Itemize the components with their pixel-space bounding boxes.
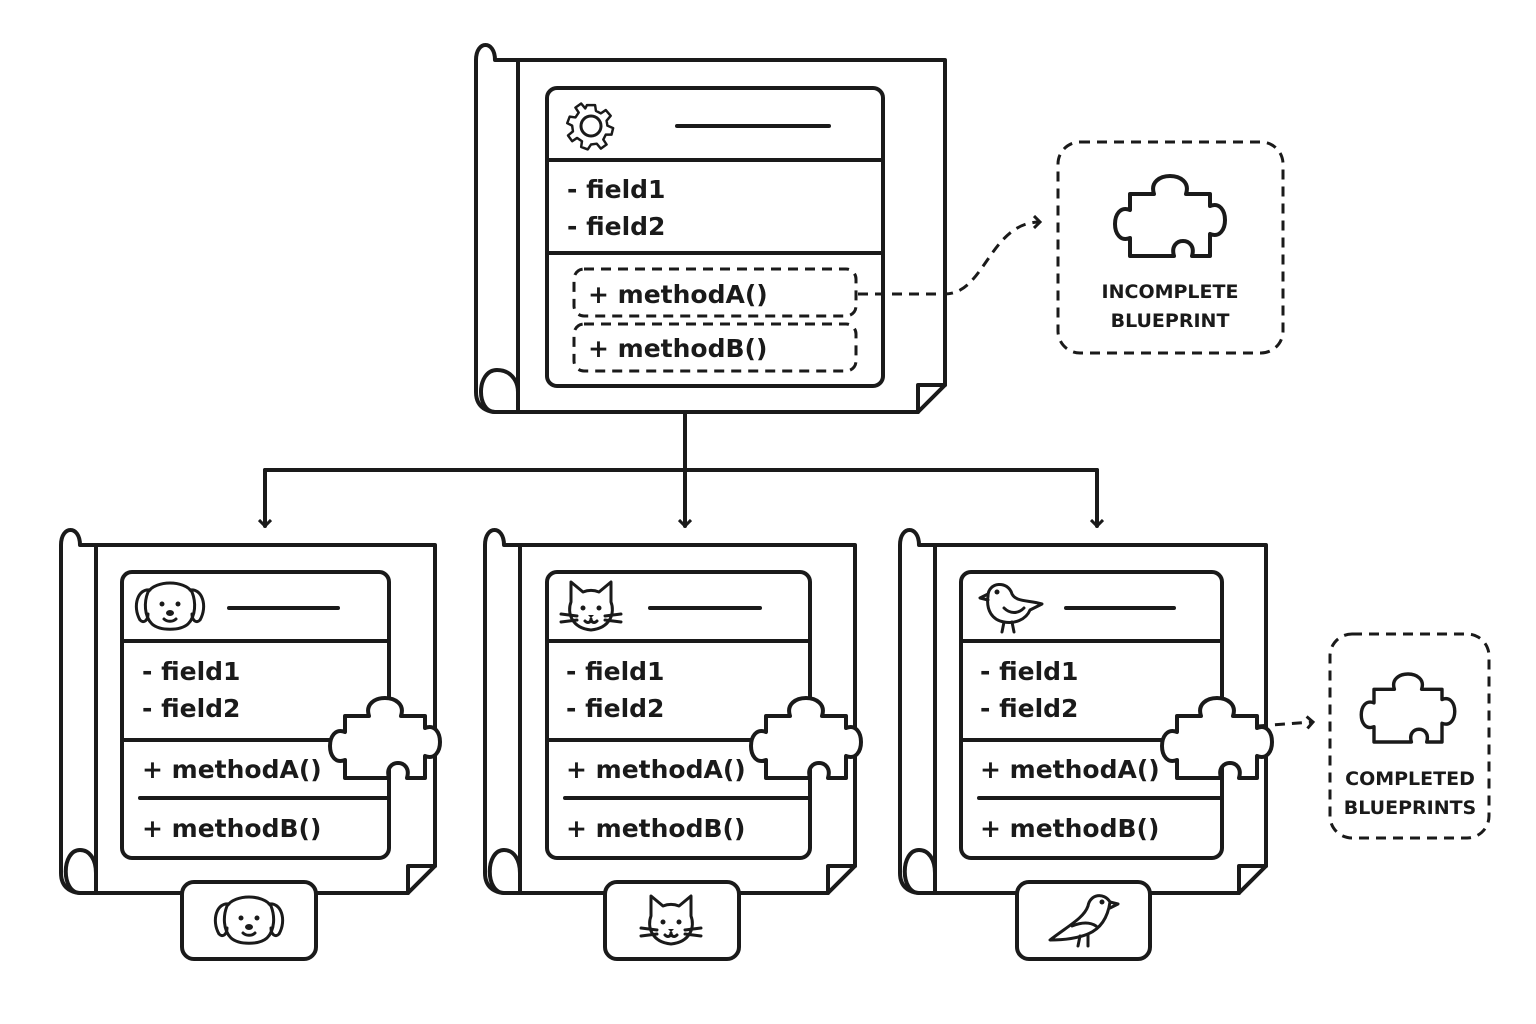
dog-tab [180, 880, 318, 961]
base-field-2: - field2 [567, 212, 665, 241]
abstract-method-a-box [572, 267, 858, 318]
base-method-a: + methodA() [588, 280, 768, 309]
dog-field-2: - field2 [142, 694, 240, 723]
cat-method-b: + methodB() [566, 814, 745, 843]
dog-icon [134, 581, 206, 631]
incomplete-puzzle-icon [1113, 174, 1227, 258]
bird-method-a: + methodA() [980, 755, 1160, 784]
incomplete-label-line2: BLUEPRINT [1111, 310, 1230, 332]
cat-icon [639, 894, 703, 946]
cat-method-a: + methodA() [566, 755, 746, 784]
bird-icon [978, 583, 1044, 634]
gear-icon [565, 102, 615, 151]
completed-blueprints-callout: COMPLETED BLUEPRINTS [1328, 632, 1491, 840]
dog-method-a: + methodA() [142, 755, 322, 784]
abstract-method-b-box [572, 322, 858, 373]
base-method-b: + methodB() [588, 334, 767, 363]
incomplete-blueprint-callout: INCOMPLETE BLUEPRINT [1056, 140, 1285, 355]
bird-field-2: - field2 [980, 694, 1078, 723]
completed-label-line1: COMPLETED [1345, 768, 1475, 790]
incomplete-arrow [858, 222, 1040, 296]
base-field-1: - field1 [567, 175, 665, 204]
cat-icon [559, 580, 623, 632]
bird-method-b: + methodB() [980, 814, 1159, 843]
bird-icon [1048, 894, 1120, 948]
bird-field-1: - field1 [980, 657, 1078, 686]
cat-class-blueprint: - field1 - field2 + methodA() + methodB(… [483, 528, 863, 961]
incomplete-label-line1: INCOMPLETE [1102, 281, 1239, 303]
dog-class-blueprint: - field1 - field2 + methodA() + methodB(… [59, 528, 442, 961]
base-class-blueprint: - field1 - field2 + methodA() + methodB(… [474, 43, 947, 414]
completed-label-line2: BLUEPRINTS [1344, 797, 1477, 819]
bird-tab [1015, 880, 1152, 961]
dog-field-1: - field1 [142, 657, 240, 686]
cat-field-1: - field1 [566, 657, 664, 686]
dog-icon [213, 895, 285, 945]
completed-puzzle-icon [1359, 672, 1457, 744]
cat-field-2: - field2 [566, 694, 664, 723]
cat-tab [603, 880, 741, 961]
completed-arrow [1257, 722, 1313, 726]
inheritance-connectors [265, 410, 1097, 526]
dog-method-b: + methodB() [142, 814, 321, 843]
bird-class-blueprint: - field1 - field2 + methodA() + methodB(… [898, 528, 1274, 961]
